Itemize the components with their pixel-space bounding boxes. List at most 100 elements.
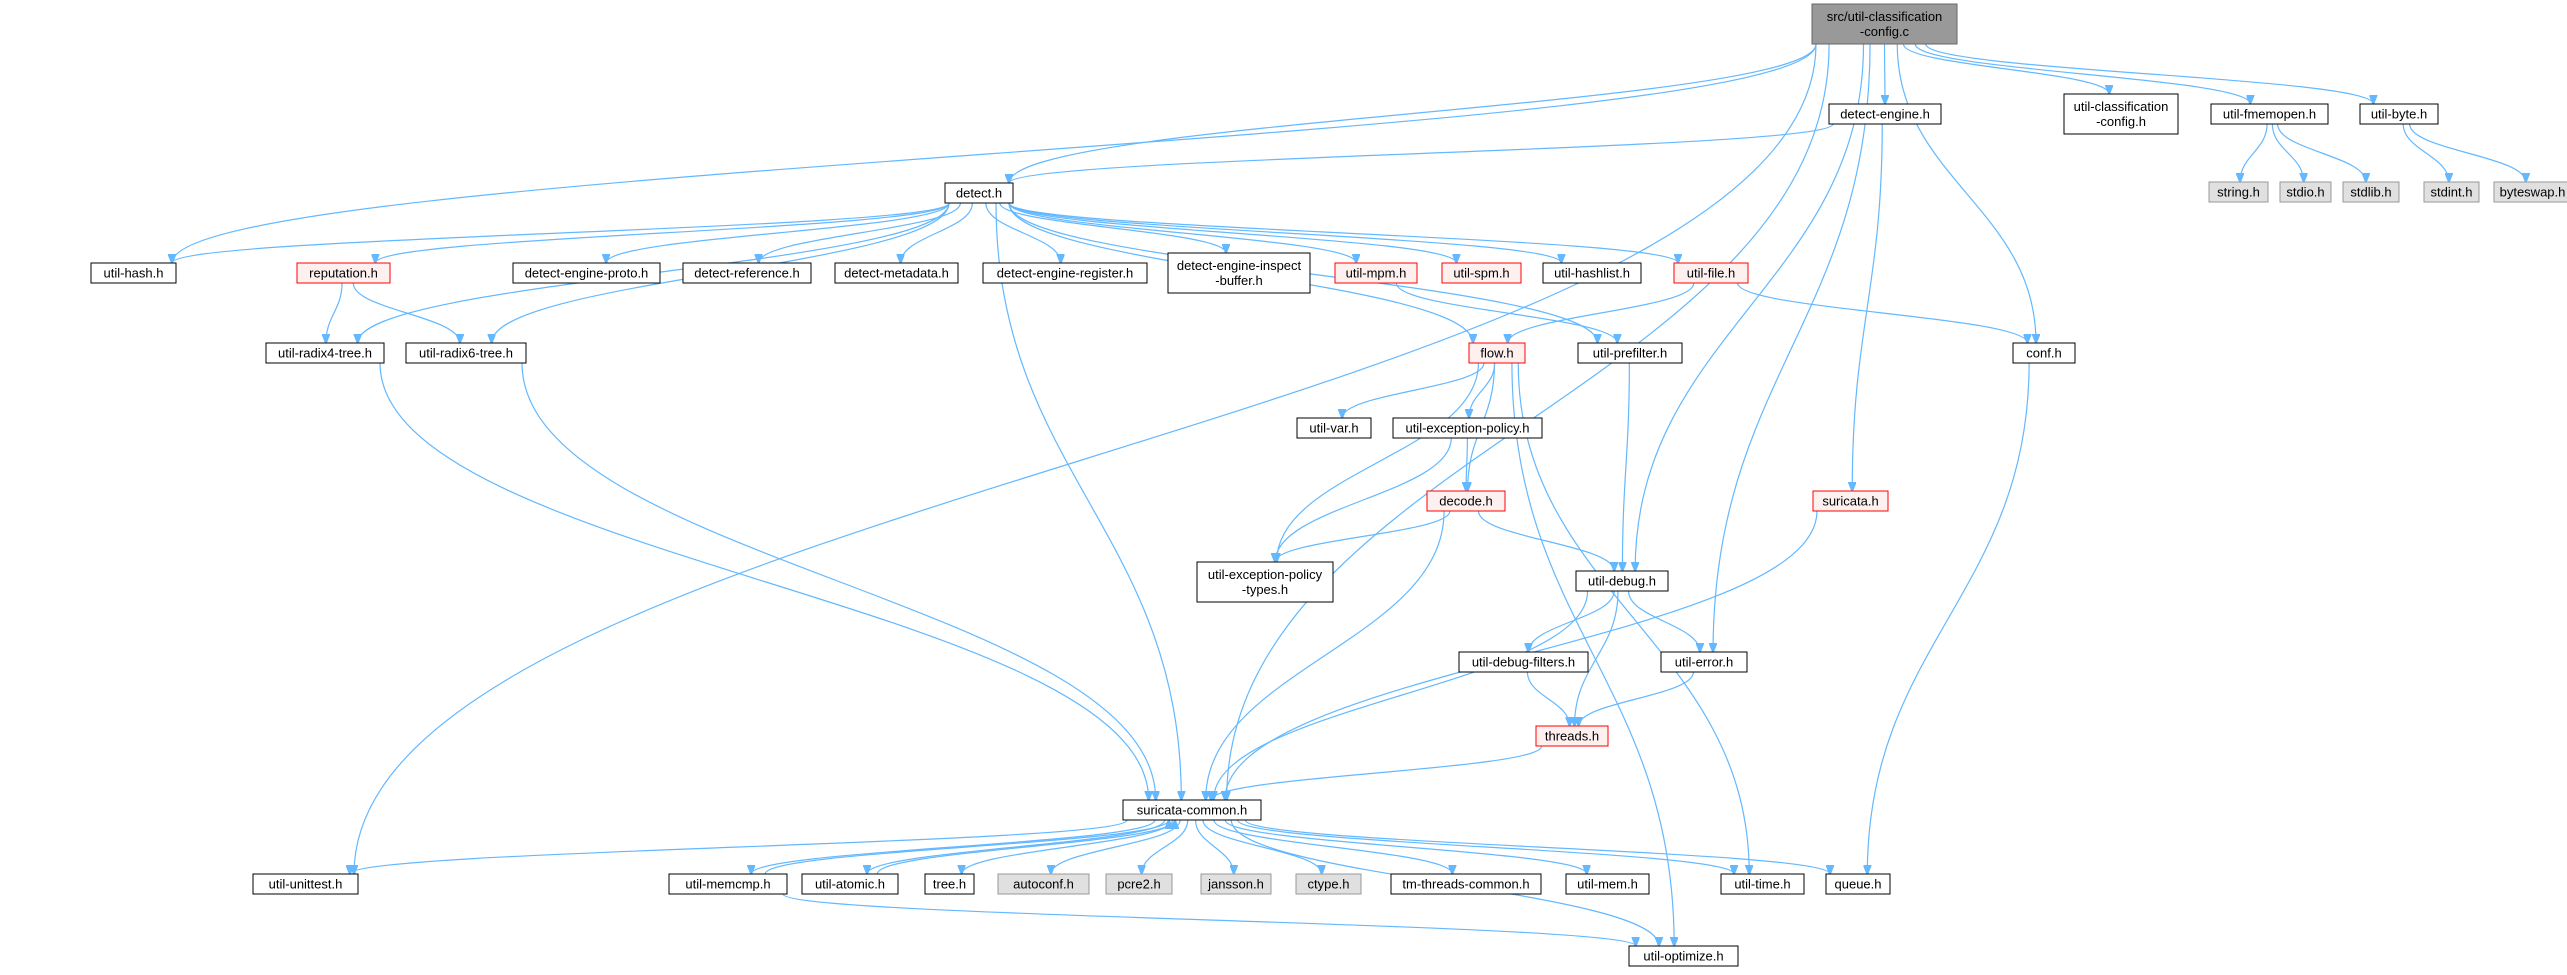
node-box <box>1334 262 1418 284</box>
node-util-mem-h[interactable]: util-mem.h <box>1565 873 1650 895</box>
node-flow-h[interactable]: flow.h <box>1468 342 1526 364</box>
edge-root-to-util-byte-h <box>1925 43 2374 104</box>
node-stdlib-h[interactable]: stdlib.h <box>2342 181 2400 203</box>
node-pcre2-h[interactable]: pcre2.h <box>1105 873 1173 895</box>
node-tree-h[interactable]: tree.h <box>924 873 975 895</box>
node-label: util-error.h <box>1675 655 1734 670</box>
node-label: util-debug-filters.h <box>1472 655 1575 670</box>
node-box <box>2342 181 2400 203</box>
node-reputation-h[interactable]: reputation.h <box>296 262 391 284</box>
node-label: util-debug.h <box>1588 574 1656 589</box>
node-autoconf-h[interactable]: autoconf.h <box>997 873 1090 895</box>
node-suricata-common-h[interactable]: suricata-common.h <box>1122 799 1262 821</box>
node-util-debug-h[interactable]: util-debug.h <box>1575 570 1669 592</box>
node-stdio-h[interactable]: stdio.h <box>2279 181 2332 203</box>
node-util-prefilter-h[interactable]: util-prefilter.h <box>1577 342 1683 364</box>
node-label: stdint.h <box>2431 185 2473 200</box>
node-stdint-h[interactable]: stdint.h <box>2423 181 2480 203</box>
edge-util-atomic-h-to-suricata-common-h <box>876 820 1175 875</box>
node-util-radix4-tree-h[interactable]: util-radix4-tree.h <box>265 342 385 364</box>
node-util-var-h[interactable]: util-var.h <box>1296 417 1372 439</box>
node-box <box>1577 342 1683 364</box>
node-box <box>1196 561 1334 603</box>
node-box <box>1628 945 1739 967</box>
node-jansson-h[interactable]: jansson.h <box>1200 873 1272 895</box>
node-conf-h[interactable]: conf.h <box>2012 342 2076 364</box>
node-util-hash-h[interactable]: util-hash.h <box>90 262 177 284</box>
node-label: src/util-classification <box>1827 9 1943 24</box>
node-label: util-spm.h <box>1453 266 1509 281</box>
edge-detect-h-to-util-file-h <box>1008 202 1678 263</box>
node-box <box>1575 570 1669 592</box>
node-util-error-h[interactable]: util-error.h <box>1660 651 1748 673</box>
node-box <box>1535 725 1609 747</box>
node-label: reputation.h <box>309 266 378 281</box>
node-util-mpm-h[interactable]: util-mpm.h <box>1334 262 1418 284</box>
node-detect-metadata-h[interactable]: detect-metadata.h <box>834 262 959 284</box>
node-detect-engine-register-h[interactable]: detect-engine-register.h <box>982 262 1148 284</box>
node-box <box>1812 490 1889 512</box>
node-label: suricata.h <box>1822 494 1878 509</box>
node-box <box>944 182 1014 204</box>
node-util-optimize-h[interactable]: util-optimize.h <box>1628 945 1739 967</box>
edge-flow-h-to-util-exception-policy-h <box>1469 362 1496 418</box>
node-ctype-h[interactable]: ctype.h <box>1295 873 1362 895</box>
edge-reputation-h-to-util-radix6-tree-h <box>352 282 460 343</box>
node-detect-engine-h[interactable]: detect-engine.h <box>1828 103 1942 125</box>
node-util-fmemopen-h[interactable]: util-fmemopen.h <box>2210 103 2329 125</box>
edge-root-to-conf-h <box>1896 43 2036 343</box>
edge-root-to-util-error-h <box>1713 43 1871 652</box>
node-detect-engine-proto-h[interactable]: detect-engine-proto.h <box>512 262 661 284</box>
edge-util-debug-h-to-threads-h <box>1575 590 1619 726</box>
node-detect-h[interactable]: detect.h <box>944 182 1014 204</box>
edge-suricata-common-h-to-util-memcmp-h <box>751 819 1156 874</box>
node-box <box>252 873 359 895</box>
node-root[interactable]: src/util-classification-config.c <box>1811 3 1958 45</box>
node-box <box>1720 873 1805 895</box>
edge-root-to-util-fmemopen-h <box>1914 43 2250 104</box>
node-string-h[interactable]: string.h <box>2208 181 2269 203</box>
node-tm-threads-common-h[interactable]: tm-threads-common.h <box>1390 873 1542 895</box>
node-label: -types.h <box>1242 582 1288 597</box>
edge-root-to-util-unittest-h <box>354 43 1817 874</box>
node-decode-h[interactable]: decode.h <box>1426 490 1506 512</box>
node-queue-h[interactable]: queue.h <box>1825 873 1891 895</box>
node-label: string.h <box>2217 185 2260 200</box>
node-label: util-byte.h <box>2371 107 2427 122</box>
node-box <box>90 262 177 284</box>
node-label: queue.h <box>1835 877 1882 892</box>
node-label: detect-engine-proto.h <box>525 266 649 281</box>
node-util-time-h[interactable]: util-time.h <box>1720 873 1805 895</box>
node-box <box>1825 873 1891 895</box>
node-util-memcmp-h[interactable]: util-memcmp.h <box>668 873 788 895</box>
node-util-file-h[interactable]: util-file.h <box>1673 262 1749 284</box>
edge-suricata-common-h-to-util-time-h <box>1237 819 1734 874</box>
node-util-exception-policy-types-h[interactable]: util-exception-policy-types.h <box>1196 561 1334 603</box>
node-label: detect.h <box>956 186 1002 201</box>
node-box <box>296 262 391 284</box>
node-label: byteswap.h <box>2500 185 2566 200</box>
node-util-debug-filters-h[interactable]: util-debug-filters.h <box>1458 651 1589 673</box>
edge-util-mpm-h-to-util-prefilter-h <box>1395 282 1617 343</box>
node-label: detect-reference.h <box>694 266 800 281</box>
node-util-atomic-h[interactable]: util-atomic.h <box>801 873 899 895</box>
node-detect-reference-h[interactable]: detect-reference.h <box>682 262 812 284</box>
node-util-exception-policy-h[interactable]: util-exception-policy.h <box>1392 417 1543 439</box>
node-util-hashlist-h[interactable]: util-hashlist.h <box>1542 262 1642 284</box>
node-util-classification-config-h[interactable]: util-classification-config.h <box>2063 93 2179 135</box>
edge-detect-h-to-suricata-common-h <box>995 202 1181 800</box>
node-util-spm-h[interactable]: util-spm.h <box>1441 262 1522 284</box>
node-util-byte-h[interactable]: util-byte.h <box>2359 103 2439 125</box>
nodes-layer: src/util-classification-config.c detect-e… <box>90 3 2567 967</box>
node-label: util-unittest.h <box>269 877 343 892</box>
node-byteswap-h[interactable]: byteswap.h <box>2493 181 2567 203</box>
node-suricata-h[interactable]: suricata.h <box>1812 490 1889 512</box>
node-detect-engine-inspect-buffer-h[interactable]: detect-engine-inspect-buffer.h <box>1167 252 1311 294</box>
node-label: util-atomic.h <box>815 877 885 892</box>
node-util-radix6-tree-h[interactable]: util-radix6-tree.h <box>405 342 527 364</box>
node-threads-h[interactable]: threads.h <box>1535 725 1609 747</box>
node-label: util-time.h <box>1734 877 1790 892</box>
node-util-unittest-h[interactable]: util-unittest.h <box>252 873 359 895</box>
edge-util-byte-h-to-byteswap-h <box>2409 123 2526 182</box>
